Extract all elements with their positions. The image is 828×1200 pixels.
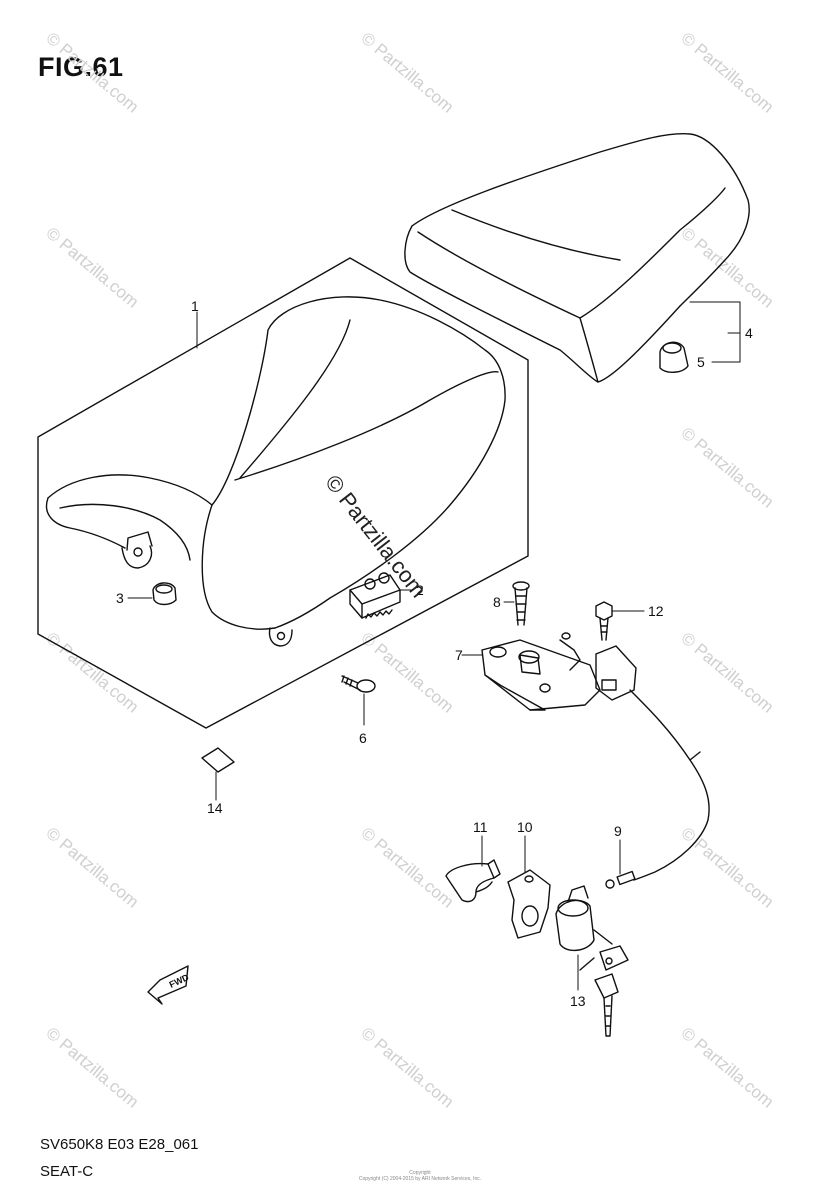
rear-seat-drawing: [404, 132, 750, 383]
callout-2: 2: [416, 582, 424, 598]
part-9-cable: [605, 689, 710, 889]
part-8-screw: [512, 581, 530, 626]
callout-10: 10: [517, 819, 533, 835]
part-11-clip: [445, 859, 501, 903]
callout-8: 8: [493, 594, 501, 610]
callout-5: 5: [697, 354, 705, 370]
diagram-code: SV650K8 E03 E28_061: [40, 1136, 199, 1153]
watermark: © Partzilla.com: [677, 824, 777, 912]
part-12-bolt: [595, 601, 613, 641]
callout-13: 13: [570, 993, 586, 1009]
assembly-box-outline: [37, 257, 529, 729]
part-13-lock-set: [555, 885, 629, 1037]
diagram-subtitle: SEAT-C: [40, 1163, 94, 1180]
watermark: © Partzilla.com: [677, 424, 777, 512]
part-14-label: [201, 747, 235, 773]
watermark: © Partzilla.com: [677, 224, 777, 312]
main-seat-drawing: [45, 296, 506, 647]
watermark: © Partzilla.com: [42, 224, 142, 312]
callout-7: 7: [455, 647, 463, 663]
callout-6: 6: [359, 730, 367, 746]
watermark: © Partzilla.com: [357, 29, 457, 117]
forward-arrow-icon: [147, 965, 189, 1005]
callout-11: 11: [473, 819, 488, 835]
part-10-bracket: [507, 869, 551, 939]
watermark: © Partzilla.com: [357, 1024, 457, 1112]
watermark: © Partzilla.com: [42, 29, 142, 117]
part-2-block: [349, 572, 401, 619]
watermark: © Partzilla.com: [357, 629, 457, 717]
cable-bracket: [595, 645, 637, 701]
callout-9: 9: [614, 823, 622, 839]
part-3-grommet: [152, 582, 177, 606]
watermark: © Partzilla.com: [677, 1024, 777, 1112]
watermark: © Partzilla.com: [42, 824, 142, 912]
figure-title: FIG.61: [38, 52, 124, 82]
watermark: © Partzilla.com: [677, 29, 777, 117]
part-6-screw: [341, 675, 376, 693]
callout-14: 14: [207, 800, 223, 816]
callout-1: 1: [191, 298, 199, 314]
watermark: © Partzilla.com: [677, 629, 777, 717]
callout-12: 12: [648, 603, 664, 619]
callout-leaders: [127, 301, 741, 991]
part-5-cushion: [659, 341, 689, 373]
part-7-latch: [481, 632, 601, 711]
callout-3: 3: [116, 590, 124, 606]
callout-4: 4: [745, 325, 753, 341]
watermark: © Partzilla.com: [357, 824, 457, 912]
copyright-notice: Copyright Copyright (C) 2004-2015 by ARI…: [358, 1170, 482, 1182]
watermark: © Partzilla.com: [42, 1024, 142, 1112]
watermark: © Partzilla.com: [42, 629, 142, 717]
